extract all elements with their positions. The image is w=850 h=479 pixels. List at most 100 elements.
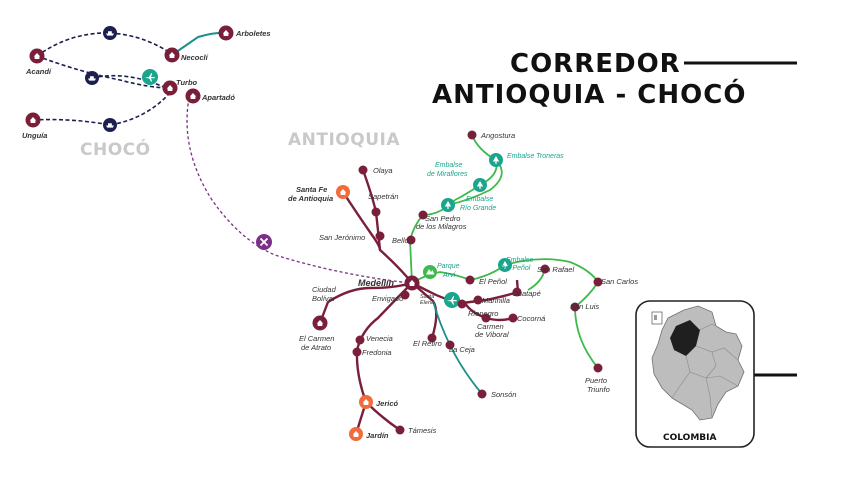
dot-san-luis (570, 302, 580, 312)
label-embalse-miraflores-2: de Miraflores (427, 171, 468, 178)
label-jerico: Jericó (376, 399, 399, 408)
label-santa-fe-1: Santa Fe (296, 185, 327, 194)
place-labels: Angostura Embalse de Miraflores Embalse … (288, 131, 638, 440)
label-fredonia: Fredonia (362, 348, 392, 357)
label-la-ceja: La Ceja (449, 345, 475, 354)
label-santa-elena-2: Elena (420, 300, 434, 306)
town-turbo: Turbo (162, 78, 198, 96)
dot-olaya (358, 165, 368, 175)
town-acandi: Acandí (25, 48, 52, 76)
dot-marinilla (473, 295, 483, 305)
park-icon (423, 265, 437, 279)
town-jerico-icon (359, 395, 373, 409)
region-label-choco: CHOCÓ (80, 138, 151, 160)
label-embalse-miraflores-1: Embalse (435, 162, 462, 169)
label-jardin: Jardín (366, 431, 389, 440)
label-san-pedro-2: de los Milagros (416, 222, 467, 231)
label-bello: Bello (392, 236, 409, 245)
label-san-pedro-1: San Pedro (425, 214, 460, 223)
label-embalse-rio-grande-2: Río Grande (460, 205, 496, 212)
dashed-route-apartado-medellin (186, 97, 411, 284)
nature-markers (423, 153, 512, 279)
label-el-carmen-atrato-1: El Carmen (299, 334, 334, 343)
blocked-route-icon (256, 234, 272, 250)
label-sonson: Sonsón (491, 390, 516, 399)
route-medellin-elcarmen (318, 281, 413, 324)
town-label: Apartadó (201, 93, 235, 102)
town-label: Arboletes (235, 29, 271, 38)
airport-icon (142, 69, 158, 85)
boat-markers (85, 26, 117, 132)
dot-bello (406, 235, 416, 245)
dot-sonson (477, 389, 487, 399)
dot-puerto-triunfo (593, 363, 603, 373)
town-label: Turbo (176, 78, 198, 87)
town-santa-fe-icon (336, 185, 350, 199)
town-apartado: Apartadó (185, 88, 235, 104)
dot-el-retiro (427, 333, 437, 343)
dot-carmen-viboral (481, 313, 491, 323)
tree-icon (489, 153, 503, 167)
route-sanluis-puertotriunfo (574, 306, 599, 369)
antioquia-choco-highlight (670, 320, 700, 356)
label-embalse-troneras: Embalse Troneras (507, 153, 564, 160)
route-medellin-elretiro (411, 282, 438, 339)
airport-icon (444, 292, 460, 308)
label-embalse-rio-grande-1: Embalse (466, 196, 493, 203)
tree-icon (441, 198, 455, 212)
label-parque-arvi-2: Arví (442, 272, 457, 279)
dot-venecia (355, 335, 365, 345)
route-medellin-sancarlos (411, 258, 599, 284)
label-guatape: Guatapé (512, 289, 541, 298)
dot-san-pedro (418, 210, 428, 220)
label-santa-elena-1: Santa (420, 294, 434, 300)
label-sapetran: Sapetrán (368, 192, 398, 201)
label-carmen-viboral-1: Carmen (477, 322, 504, 331)
town-label: Necoclí (181, 53, 209, 62)
tree-icon (498, 258, 512, 272)
town-label: Unguía (22, 131, 47, 140)
label-el-retiro: El Retiro (413, 339, 442, 348)
label-embalse-penol-1: Embalse (506, 257, 533, 264)
label-san-luis: San Luis (570, 302, 599, 311)
label-venecia: Venecia (366, 334, 393, 343)
label-ciudad-bolivar-1: Ciudad (312, 285, 337, 294)
dot-cocorna (508, 313, 518, 323)
route-necocli-arboletes (171, 31, 227, 56)
dot-san-jeronimo (375, 231, 385, 241)
label-rionegro: Rionegro (468, 309, 498, 318)
dot-la-ceja (445, 340, 455, 350)
label-olaya: Olaya (373, 166, 393, 175)
sea-routes (32, 32, 176, 126)
region-label-antioquia: ANTIOQUIA (288, 130, 400, 150)
dot-san-carlos (593, 277, 603, 287)
dot-envigado (400, 290, 410, 300)
label-parque-arvi-1: Parque (437, 263, 460, 270)
dot-angostura (467, 130, 477, 140)
label-cocorna: Cocorná (517, 314, 545, 323)
sea-route-mid (91, 74, 171, 91)
town-necocli: Necoclí (164, 47, 209, 63)
town-dots (352, 130, 603, 435)
route-santafe-sanjeronimo (341, 191, 382, 251)
label-san-rafael: San Rafael (537, 265, 574, 274)
town-el-carmen-icon (312, 315, 328, 331)
inset-country-label: COLOMBIA (663, 433, 716, 443)
label-medellin: Medellín (358, 278, 395, 288)
dot-san-rafael (540, 264, 550, 274)
label-embalse-penol-2: Del Peñol (500, 265, 531, 272)
dot-rionegro (457, 299, 467, 309)
dot-tamesis (395, 425, 405, 435)
inset-islands-box (651, 311, 663, 325)
town-jardin-icon (349, 427, 363, 441)
town-label: Acandí (25, 67, 52, 76)
label-san-jeronimo: San Jerónimo (319, 233, 365, 242)
map-title: CORREDOR ANTIOQUIA - CHOCÓ (432, 49, 797, 110)
dot-fredonia (352, 347, 362, 357)
boat-icon (85, 71, 99, 85)
label-san-carlos: San Carlos (601, 277, 638, 286)
sea-route-unguia-turbo (32, 87, 175, 126)
sea-route-acandi-necocli (36, 32, 176, 57)
label-puerto-triunfo-2: Triunfo (587, 385, 610, 394)
label-ciudad-bolivar-2: Bolívar (312, 294, 336, 303)
